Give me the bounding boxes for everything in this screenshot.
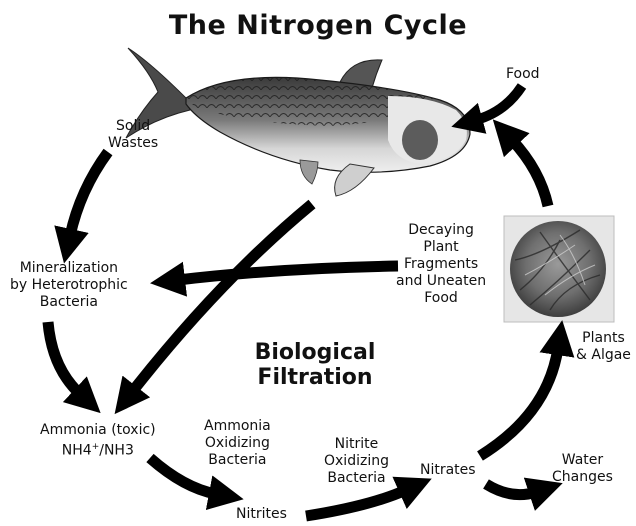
biological-filtration-label: Biological Filtration	[200, 340, 430, 390]
nitrates-label: Nitrates	[420, 462, 476, 479]
arrow-food-to-fish	[476, 86, 522, 120]
plants-algae-label: Plants & Algae	[576, 330, 631, 364]
diagram-title: The Nitrogen Cycle	[0, 10, 636, 41]
koi-fish-image	[126, 48, 470, 196]
nitrite-oxidizing-label: Nitrite Oxidizing Bacteria	[324, 436, 389, 487]
decaying-plant-label: Decaying Plant Fragments and Uneaten Foo…	[396, 222, 486, 307]
mineralization-label: Mineralization by Heterotrophic Bacteria	[10, 260, 128, 311]
arrow-wastes-to-mineralization	[70, 152, 108, 236]
arrow-plants-to-fish	[512, 140, 548, 206]
nitrites-label: Nitrites	[236, 506, 287, 523]
arrow-nitrates-to-water-changes	[486, 484, 536, 495]
arrow-nitrites-to-nitrates	[306, 490, 406, 516]
ammonia-oxidizing-label: Ammonia Oxidizing Bacteria	[204, 418, 271, 469]
solid-wastes-label: Solid Wastes	[108, 118, 158, 152]
plants-algae-image	[504, 216, 614, 322]
arrow-nitrates-to-plants	[480, 348, 558, 456]
water-changes-label: Water Changes	[552, 452, 613, 486]
arrow-mineralization-to-ammonia	[48, 322, 80, 394]
food-label: Food	[506, 66, 540, 83]
ammonia-label: Ammonia (toxic) NH4+/NH3	[40, 422, 156, 460]
arrow-decaying-to-mineralization	[178, 266, 398, 280]
